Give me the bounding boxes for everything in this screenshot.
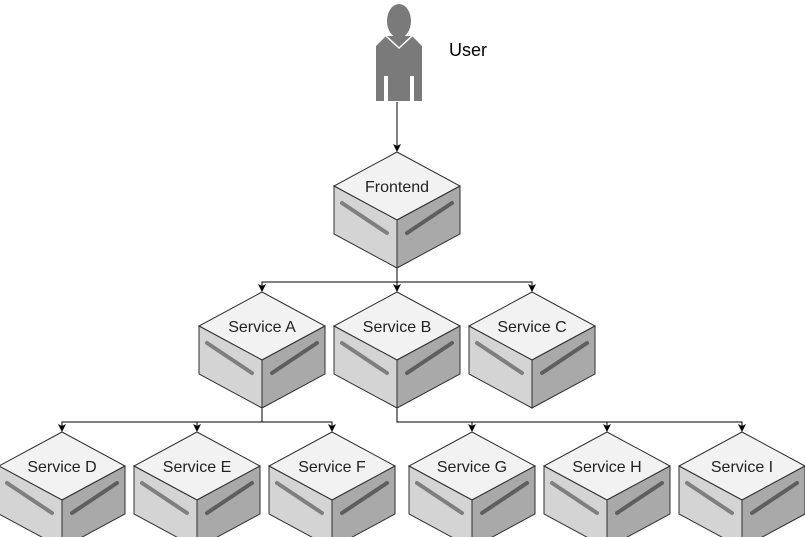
node-service-c: Service C xyxy=(467,291,597,409)
edge-service-a-to-service-e xyxy=(193,408,263,432)
edge-service-a-to-service-f xyxy=(261,408,336,432)
node-label: Frontend xyxy=(365,179,429,196)
server-icon xyxy=(0,431,127,537)
server-icon xyxy=(267,431,397,537)
node-service-g: Service G xyxy=(407,431,537,537)
server-icon xyxy=(542,431,672,537)
node-label: Service E xyxy=(163,459,231,476)
user-label: User xyxy=(449,40,487,60)
node-label: Service F xyxy=(298,459,366,476)
edge-service-a-to-service-d xyxy=(58,408,263,432)
node-label: Service I xyxy=(711,459,773,476)
server-icon xyxy=(407,431,537,537)
node-label: Service G xyxy=(437,459,507,476)
server-icon xyxy=(467,291,597,409)
node-frontend: Frontend xyxy=(332,151,462,269)
edge-frontend-to-service-a xyxy=(258,268,398,292)
node-service-d: Service D xyxy=(0,431,127,537)
node-service-a: Service A xyxy=(197,291,327,409)
edge-frontend-to-service-c xyxy=(396,268,536,292)
node-service-f: Service F xyxy=(267,431,397,537)
node-service-i: Service I xyxy=(677,431,805,537)
server-icon xyxy=(132,431,262,537)
node-label: Service H xyxy=(572,459,641,476)
edge-service-b-to-service-g xyxy=(396,408,476,432)
node-label: Service C xyxy=(497,319,566,336)
node-label: Service B xyxy=(363,319,431,336)
server-icon xyxy=(332,151,462,269)
node-label: Service D xyxy=(27,459,96,476)
connectors xyxy=(58,102,746,432)
user-icon xyxy=(376,4,422,101)
server-icon xyxy=(197,291,327,409)
server-icon xyxy=(332,291,462,409)
edge-service-b-to-service-h xyxy=(396,408,611,432)
node-label: Service A xyxy=(228,319,296,336)
node-service-e: Service E xyxy=(132,431,262,537)
server-icon xyxy=(677,431,805,537)
edge-service-b-to-service-i xyxy=(396,408,746,432)
node-service-b: Service B xyxy=(332,291,462,409)
node-service-h: Service H xyxy=(542,431,672,537)
user-actor: User xyxy=(376,4,487,101)
